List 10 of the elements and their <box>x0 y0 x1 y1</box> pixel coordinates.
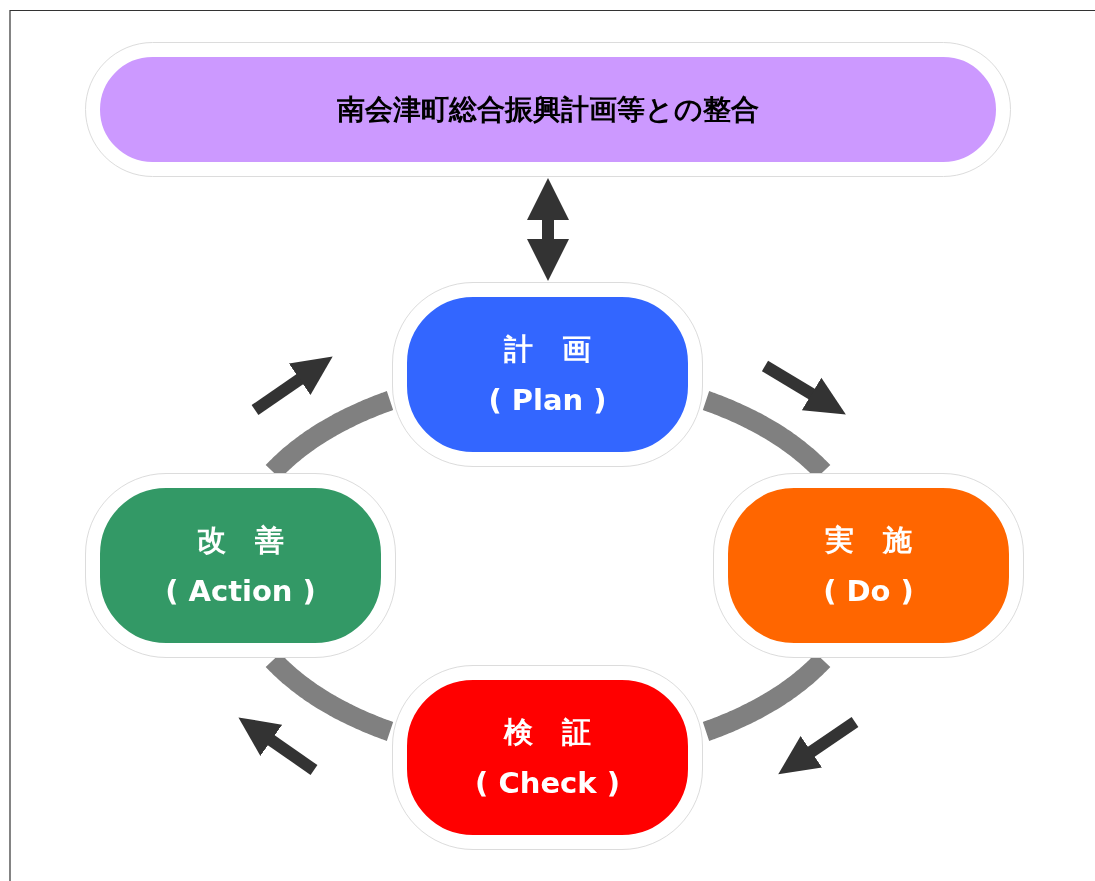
stage-label: ( Action ) <box>165 572 316 609</box>
stage-label: ( Check ) <box>475 764 620 801</box>
stage-title: 検 証 <box>504 714 591 751</box>
stage-label: ( Plan ) <box>488 381 607 418</box>
stage-title: 実 施 <box>825 522 912 559</box>
double-arrow <box>527 178 569 281</box>
stage-title: 改 善 <box>197 522 284 559</box>
stage-title: 計 画 <box>504 331 591 368</box>
stage-label: ( Do ) <box>823 572 914 609</box>
banner-title: 南会津町総合振興計画等との整合 <box>337 92 759 127</box>
